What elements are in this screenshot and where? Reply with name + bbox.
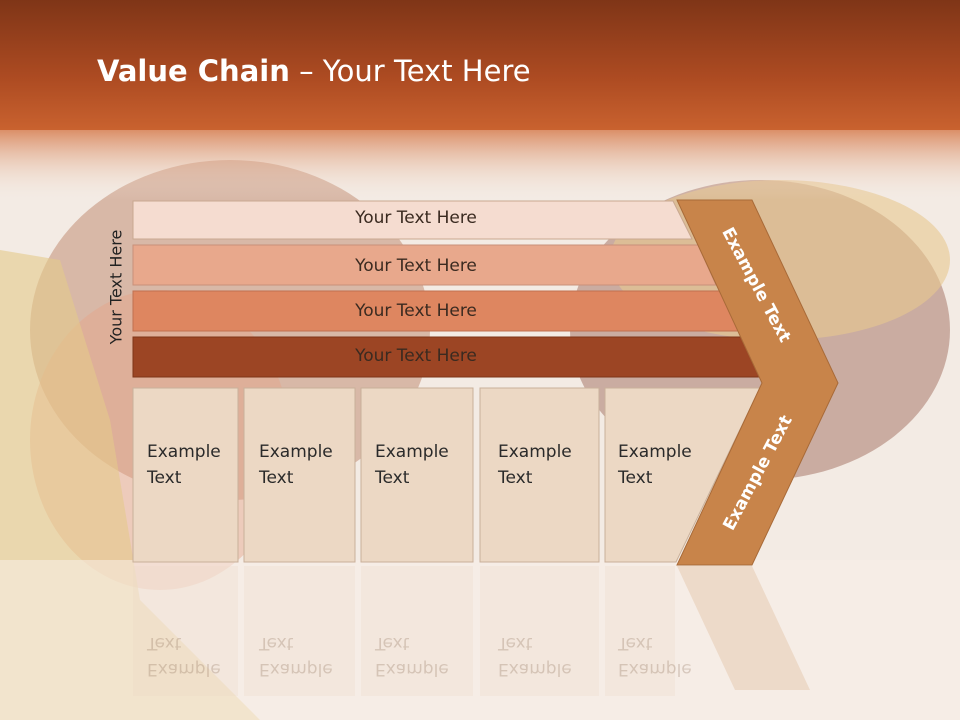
bar-2-label: Your Text Here — [355, 256, 477, 276]
box-3 — [360, 387, 474, 563]
bar-1-label: Your Text Here — [355, 208, 477, 228]
chevron-shape — [676, 199, 839, 566]
box-1-label: Example Text — [147, 442, 221, 488]
box-4 — [479, 387, 600, 563]
bar-3-label: Your Text Here — [355, 301, 477, 321]
box-1-label-reflection: Example Text — [147, 633, 221, 679]
bar-4-label: Your Text Here — [355, 346, 477, 366]
box-4-label: Example Text — [498, 442, 572, 488]
bar-1 — [132, 200, 693, 240]
box-2-label: Example Text — [259, 442, 333, 488]
box-5-label-reflection: Example Text — [618, 633, 692, 679]
box-2 — [243, 387, 356, 563]
box-3-label-reflection: Example Text — [375, 633, 449, 679]
box-5-label: Example Text — [618, 442, 692, 488]
slide-title: Value Chain – Your Text Here — [97, 54, 531, 88]
title-rest: – Your Text Here — [289, 54, 531, 88]
box-5 — [604, 387, 761, 563]
box-4-label-reflection: Example Text — [498, 633, 572, 679]
box-1 — [132, 387, 239, 563]
box-3-label: Example Text — [375, 442, 449, 488]
title-bold: Value Chain — [97, 54, 290, 88]
chevron-reflection — [677, 566, 810, 690]
box-reflections — [133, 566, 675, 696]
box-2-label-reflection: Example Text — [259, 633, 333, 679]
